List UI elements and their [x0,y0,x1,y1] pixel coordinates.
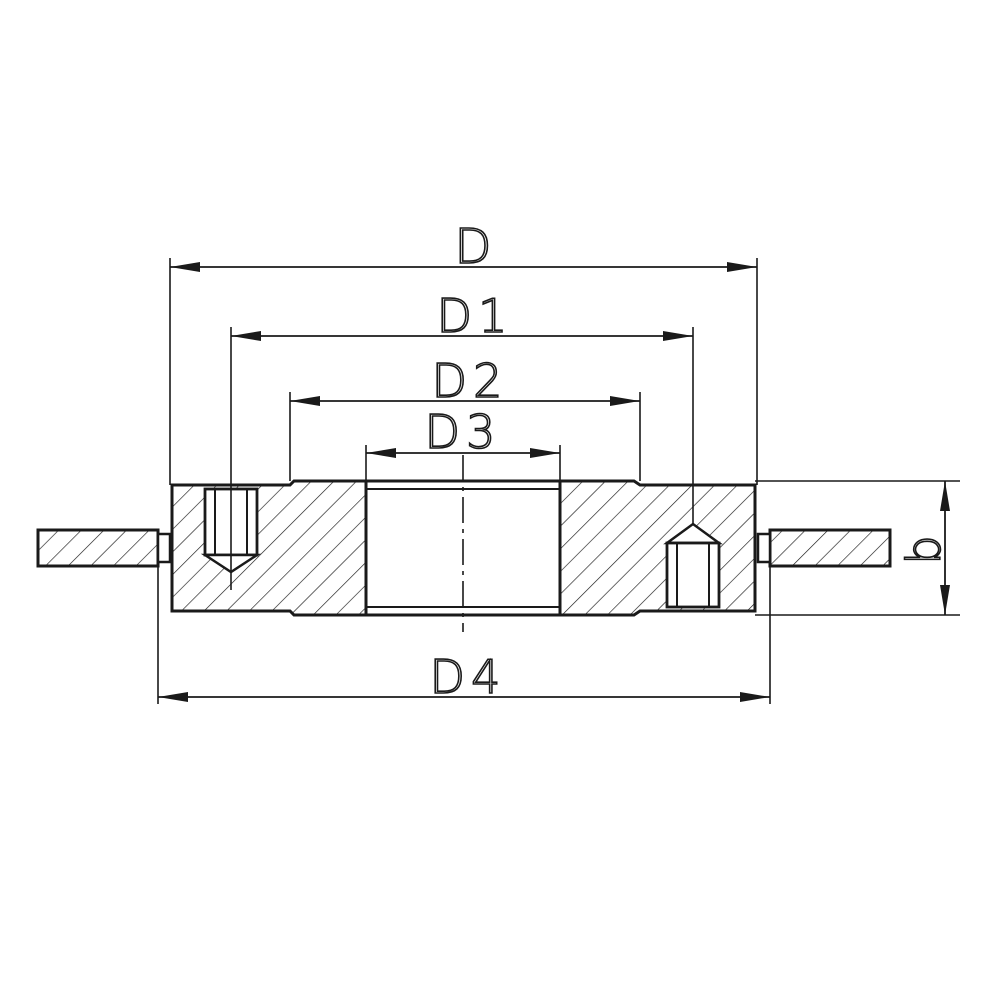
right-threaded-hole [663,522,723,609]
label-d: D [455,219,492,275]
label-d1: D1 [437,289,514,343]
label-d4: D4 [430,650,507,704]
flange-right-body [558,479,757,617]
extension-lines [157,258,960,704]
left-wall-section [36,528,172,568]
label-d3: D3 [425,405,502,459]
flange-left-body [170,479,368,617]
right-wall-section [756,528,892,568]
label-b: b [897,535,951,564]
label-d2: D2 [432,354,509,408]
